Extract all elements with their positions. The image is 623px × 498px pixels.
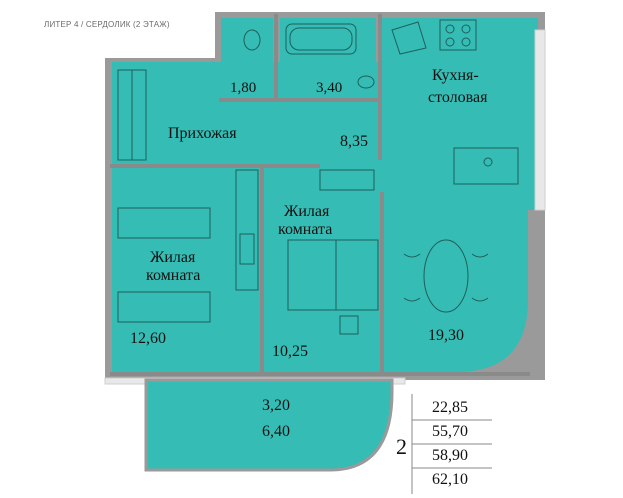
toilet-icon (243, 29, 261, 51)
kitchen-island (453, 147, 519, 185)
bedroom-left-label-2: комната (146, 267, 200, 284)
bedroom-left-room (112, 166, 260, 372)
bathtub-icon (285, 23, 357, 55)
kitchen-label-2: столовая (428, 89, 488, 106)
kitchen-area: 19,30 (428, 327, 464, 344)
bedroom-mid-label-1: Жилая (284, 203, 330, 220)
double-bed-icon (287, 239, 379, 311)
room-fills (112, 18, 538, 372)
area-summary: 22,85 55,70 58,90 62,10 (410, 396, 490, 494)
bedroom-left-area: 12,60 (130, 330, 166, 347)
interior-walls (110, 14, 530, 376)
bathroom-area: 3,40 (316, 80, 342, 96)
furniture (117, 19, 519, 335)
hallway-label: Прихожая (168, 125, 237, 142)
hallway-area: 8,35 (340, 133, 368, 150)
balcony-area-2: 6,40 (262, 423, 290, 440)
bedroom-mid-area: 10,25 (272, 343, 308, 360)
area-total-no-balcony: 55,70 (432, 423, 468, 440)
sink-icon (357, 75, 375, 89)
bedroom-mid-label-2: комната (278, 221, 332, 238)
area-living: 22,85 (432, 399, 468, 416)
area-total: 62,10 (432, 471, 468, 488)
kitchen-room (382, 18, 538, 372)
chair-icon (339, 315, 359, 335)
kitchen-label-1: Кухня- (432, 67, 479, 84)
bedroom-left-label-1: Жилая (150, 249, 196, 266)
wc-area: 1,80 (230, 80, 256, 96)
area-total-reduced: 58,90 (432, 447, 468, 464)
stove-icon (439, 19, 477, 51)
room-labels: 1,80 3,40 Кухня- столовая 19,30 Прихожая… (130, 67, 488, 440)
kitchen-sink-icon (391, 21, 427, 55)
rooms-count: 2 (396, 434, 407, 459)
tv-stand (235, 169, 259, 291)
bed-icon (117, 207, 211, 239)
summary-table-lines (411, 394, 492, 494)
balcony (144, 378, 394, 472)
dining-table (423, 239, 469, 313)
page-title: ЛИТЕР 4 / СЕРДОЛИК (2 ЭТАЖ) (44, 20, 170, 29)
bedroom-mid-room (264, 166, 382, 372)
balcony-area-1: 3,20 (262, 397, 290, 414)
